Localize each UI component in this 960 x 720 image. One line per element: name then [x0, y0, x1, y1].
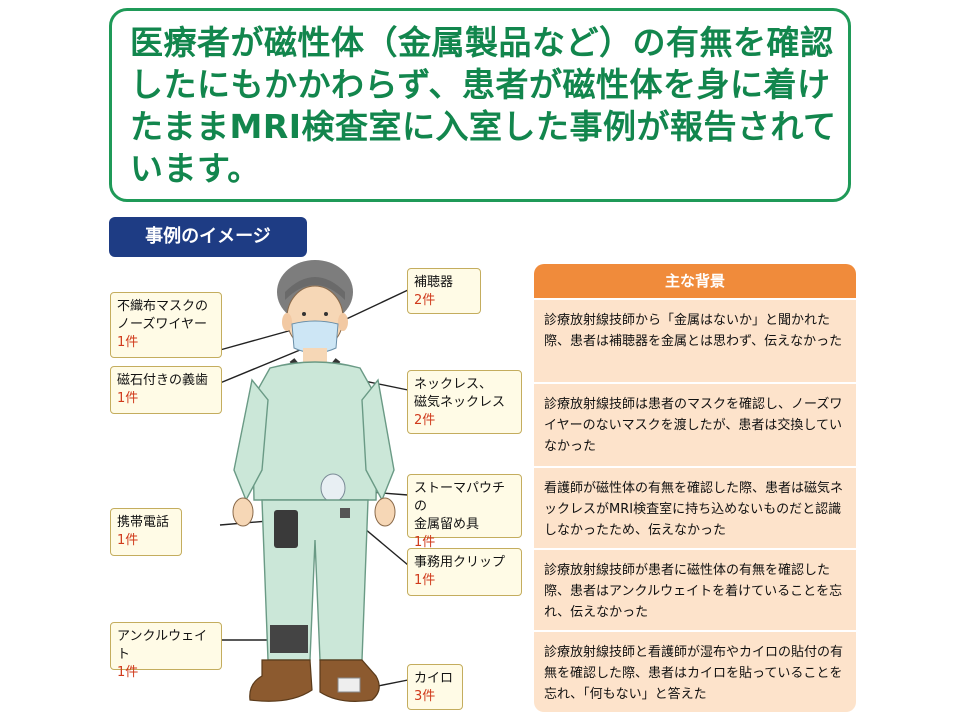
stoma-pouch	[320, 473, 346, 503]
headline-text: 医療者が磁性体（金属製品など）の有無を確認したにもかかわらず、患者が磁性体を身に…	[130, 23, 837, 188]
kairo	[337, 677, 361, 693]
section-tag: 事例のイメージ	[109, 217, 307, 257]
clip	[340, 508, 350, 518]
background-item-5: 診療放射線技師と看護師が湿布やカイロの貼付の有無を確認した際、患者はカイロを貼っ…	[534, 632, 856, 712]
background-panel: 主な背景 診療放射線技師から「金属はないか」と聞かれた際、患者は補聴器を金属とは…	[534, 264, 856, 712]
background-item-4: 診療放射線技師が患者に磁性体の有無を確認した際、患者はアンクルウェイトを着けてい…	[534, 550, 856, 630]
mask	[291, 320, 339, 354]
phone	[274, 510, 298, 548]
label-stoma-clip: ストーマパウチの 金属留め具 1件	[407, 474, 522, 550]
gown-top	[251, 361, 379, 501]
label-office-clip: 事務用クリップ 1件	[407, 548, 522, 596]
background-item-3: 看護師が磁性体の有無を確認した際、患者は磁気ネックレスがMRI検査室に持ち込めな…	[534, 468, 856, 548]
left-shoe	[249, 659, 313, 702]
label-denture: 磁石付きの義歯 1件	[110, 366, 222, 414]
headline-frame	[109, 8, 851, 202]
label-phone: 携帯電話 1件	[110, 508, 182, 556]
label-mask: 不織布マスクの ノーズワイヤー 1件	[110, 292, 222, 358]
label-hearing-aid: 補聴器 2件	[407, 268, 481, 314]
ankle-weight	[270, 625, 308, 653]
label-kairo: カイロ 3件	[407, 664, 463, 710]
background-item-1: 診療放射線技師から「金属はないか」と聞かれた際、患者は補聴器を金属とは思わず、伝…	[534, 300, 856, 382]
background-item-2: 診療放射線技師は患者のマスクを確認し、ノーズワイヤーのないマスクを渡したが、患者…	[534, 384, 856, 466]
label-necklace: ネックレス、 磁気ネックレス 2件	[407, 370, 522, 434]
background-title: 主な背景	[534, 264, 856, 298]
label-ankle-weight: アンクルウェイト 1件	[110, 622, 222, 680]
